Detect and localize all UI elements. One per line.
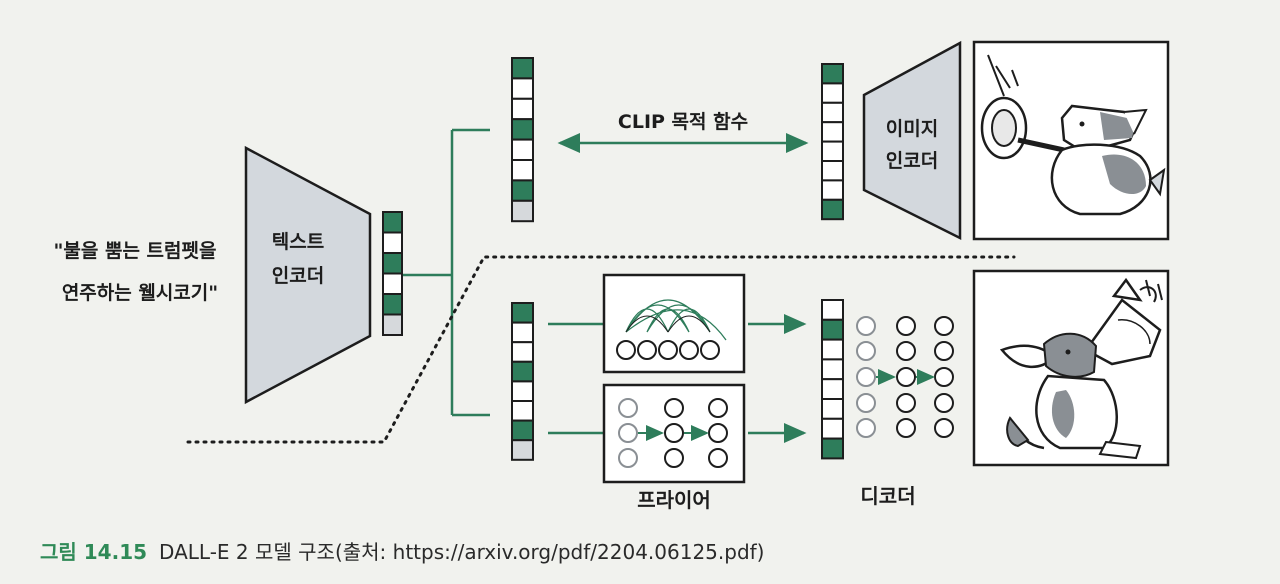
embedding-cell [511,400,534,422]
prior-diffusion-box [602,383,746,484]
embedding-cell [821,121,844,143]
embedding-cell [511,341,534,363]
embedding-cell [821,140,844,163]
embedding-cell [511,159,534,182]
embedding-cell [511,77,534,100]
clip-text-embedding-vector [511,57,534,223]
caption-text: DALL-E 2 모델 구조(출처: https://arxiv.org/pdf… [159,540,765,564]
embedding-cell [821,338,844,361]
embedding-cell [511,439,534,461]
text-encoder-label-line2: 인코더 [272,265,324,287]
embedding-cell [511,419,534,442]
figure-caption: 그림 14.15 DALL-E 2 모델 구조(출처: https://arxiv… [40,536,765,565]
branch-connector [403,128,490,417]
decoder-label: 디코더 [860,484,915,508]
image-encoder-label-line2: 인코더 [886,150,938,172]
embedding-cell [821,318,844,341]
embedding-cell [382,272,403,295]
embedding-cell [511,138,534,162]
embedding-cell [821,101,844,124]
embedding-cell [821,398,844,420]
embedding-cell [382,231,403,254]
embedding-cell [511,179,534,202]
embedding-cell [511,302,534,324]
clip-objective-label: CLIP 목적 함수 [618,111,748,133]
embedding-cell [821,437,844,460]
embedding-cell [821,82,844,104]
embedding-cell [511,57,534,80]
embedding-cell [382,293,403,316]
embedding-cell [821,358,844,381]
decoder-input-embedding-vector [821,299,844,460]
text-encoder-label-line1: 텍스트 [272,231,324,253]
text-encoder-shape [244,145,372,405]
embedding-cell [511,380,534,402]
embedding-cell [821,63,844,85]
text-embedding-vector [382,211,403,336]
embedding-cell [511,321,534,344]
embedding-cell [511,360,534,383]
embedding-cell [511,199,534,223]
image-encoder-label-line1: 이미지 [886,118,938,140]
embedding-cell [382,252,403,275]
embedding-cell [821,378,844,401]
image-encoder-shape [862,40,962,241]
embedding-cell [511,118,534,141]
corgi-trumpet-image-top [972,40,1170,241]
corgi-trumpet-image-bottom [972,269,1170,467]
embedding-cell [821,179,844,201]
clip-image-embedding-vector [821,63,844,221]
prior-autoregressive-box [602,273,746,374]
prompt-text-line2: 연주하는 웰시코기" [62,282,218,304]
embedding-cell [821,299,844,321]
embedding-cell [821,160,844,182]
figure-number: 그림 14.15 [40,540,148,564]
decoder-diffusion-grid [856,316,954,438]
prompt-text-line1: "불을 뿜는 트럼펫을 [54,240,217,262]
embedding-cell [821,417,844,440]
embedding-cell [382,211,403,234]
prior-input-embedding-vector [511,302,534,461]
dotted-separator [186,255,1016,444]
prior-label: 프라이어 [637,488,711,512]
embedding-cell [821,198,844,221]
embedding-cell [382,313,403,336]
embedding-cell [511,97,534,121]
